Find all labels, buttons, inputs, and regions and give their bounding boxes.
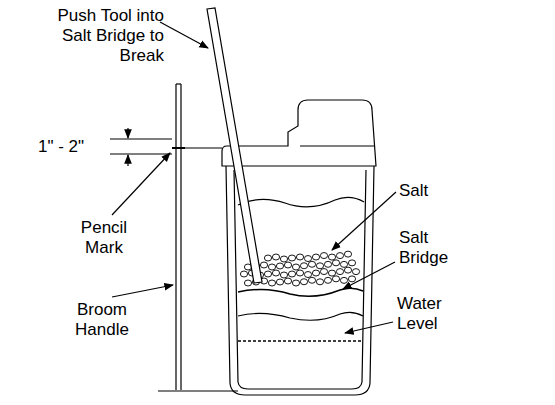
salt-pebble — [296, 270, 303, 276]
salt-pebble — [348, 260, 355, 266]
salt-pebble — [340, 261, 347, 267]
salt-pebble — [312, 254, 319, 260]
salt-pebble — [344, 251, 351, 257]
salt-pebble — [336, 269, 343, 275]
leader-lines — [112, 22, 396, 333]
salt-pebble — [320, 253, 327, 259]
salt-pebble — [272, 254, 279, 260]
salt-pebble — [260, 262, 267, 268]
salt-pebble — [264, 255, 271, 261]
salt-pebble — [304, 256, 311, 262]
salt-pebble — [352, 269, 359, 275]
salt-pebble — [336, 253, 343, 259]
salt-pebble — [324, 277, 331, 283]
salt-pebble — [284, 262, 291, 268]
salt-pebble — [324, 261, 331, 267]
salt-pebble — [288, 255, 295, 261]
salt-pebble — [316, 279, 323, 285]
salt-pebble — [244, 280, 251, 286]
salt-pebble — [308, 261, 315, 267]
salt-pebble — [264, 271, 271, 277]
salt-pebble — [312, 270, 319, 276]
salt-pebble — [276, 263, 283, 269]
broom-handle-label: Broom Handle — [62, 300, 142, 340]
salt-pebble — [300, 263, 307, 269]
salt-pebble — [348, 276, 355, 282]
salt-pebble — [328, 270, 335, 276]
salt-label: Salt — [399, 181, 459, 201]
salt-pebble — [332, 276, 339, 282]
water-level-label: Water Level — [397, 294, 459, 334]
brine-tank — [222, 100, 376, 395]
broom-handle — [158, 84, 238, 391]
salt-pebble — [316, 263, 323, 269]
salt-pebble — [344, 267, 351, 273]
salt-pebble — [240, 271, 247, 277]
salt-pebble — [340, 277, 347, 283]
dimension-lines — [110, 128, 222, 166]
salt-pebble — [320, 269, 327, 275]
salt-pebble — [332, 260, 339, 266]
salt-pebble — [304, 272, 311, 278]
salt-pebble — [276, 279, 283, 285]
salt-pebble — [292, 280, 299, 286]
salt-pebble — [268, 264, 275, 270]
salt-pebble — [308, 277, 315, 283]
salt-pebble — [292, 264, 299, 270]
salt-pebble — [296, 254, 303, 260]
salt-pebble — [300, 279, 307, 285]
salt-pebble — [280, 272, 287, 278]
dimension-label: 1" - 2" — [38, 137, 108, 157]
salt-pebble — [288, 271, 295, 277]
salt-pebble — [272, 270, 279, 276]
salt-bridge-label: Salt Bridge — [399, 228, 469, 268]
salt-pebble — [328, 254, 335, 260]
pencil-mark-label: Pencil Mark — [70, 218, 138, 258]
tool-instruction: Push Tool into Salt Bridge to Break — [28, 6, 164, 66]
salt-pebble — [280, 256, 287, 262]
salt-pebble — [268, 280, 275, 286]
salt-pebble — [284, 278, 291, 284]
breaking-tool — [207, 8, 262, 283]
